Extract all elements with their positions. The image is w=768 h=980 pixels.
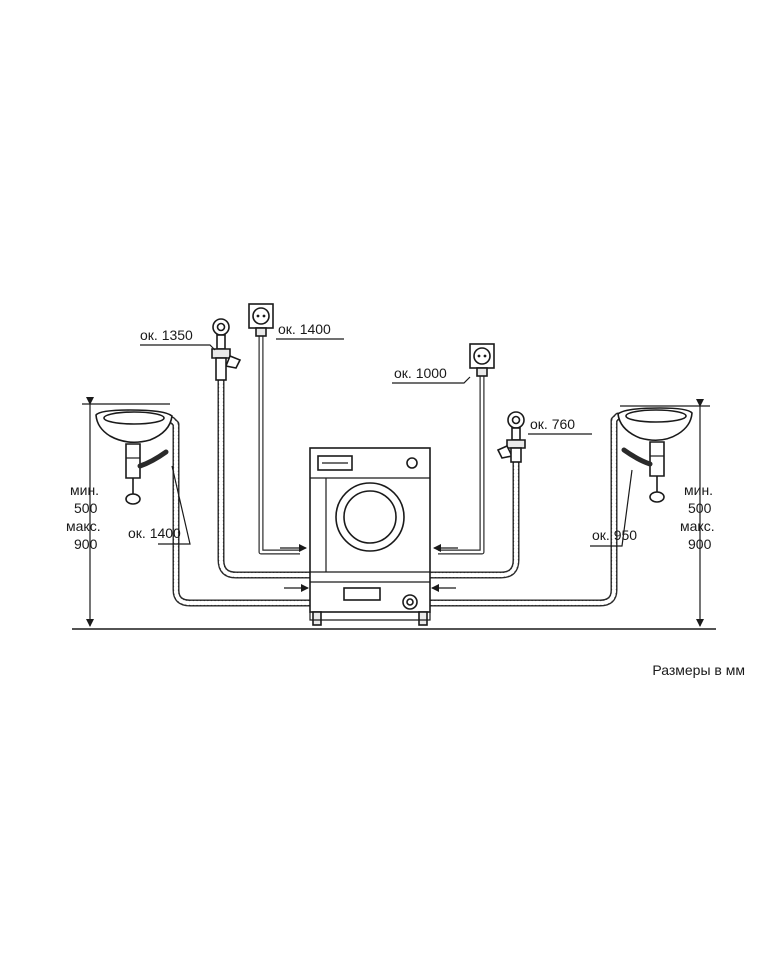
dimension-lines	[82, 338, 710, 627]
right-height-min-value: 500	[688, 500, 712, 516]
left-socket-length-label: ок. 1400	[278, 321, 331, 337]
sink-icon	[95, 409, 173, 505]
left-height-max-value: 900	[74, 536, 98, 552]
right-drain-length-label: ок. 950	[592, 527, 637, 543]
water-tap-icon	[496, 411, 526, 463]
left-height-max-label: макс.	[66, 518, 101, 534]
water-tap-icon	[211, 318, 242, 381]
power-socket-icon	[469, 343, 495, 377]
right-height-max-value: 900	[688, 536, 712, 552]
hoses	[168, 374, 622, 607]
left-drain-length-label: ок. 1400	[128, 525, 181, 541]
sink-icon	[617, 407, 693, 503]
left-tap-length-label: ок. 1350	[140, 327, 193, 343]
right-height-min-label: мин.	[684, 482, 713, 498]
power-cables	[258, 332, 485, 555]
right-tap-length-label: ок. 760	[530, 416, 575, 432]
units-note: Размеры в мм	[652, 662, 745, 678]
right-socket-length-label: ок. 1000	[394, 365, 447, 381]
washing-machine-icon	[309, 447, 431, 626]
labels: ок. 1350 ок. 1400 ок. 1000 ок. 760 ок. 1…	[66, 321, 745, 678]
power-socket-icon	[248, 303, 274, 337]
left-height-min-value: 500	[74, 500, 98, 516]
left-height-min-label: мин.	[70, 482, 99, 498]
right-height-max-label: макс.	[680, 518, 715, 534]
